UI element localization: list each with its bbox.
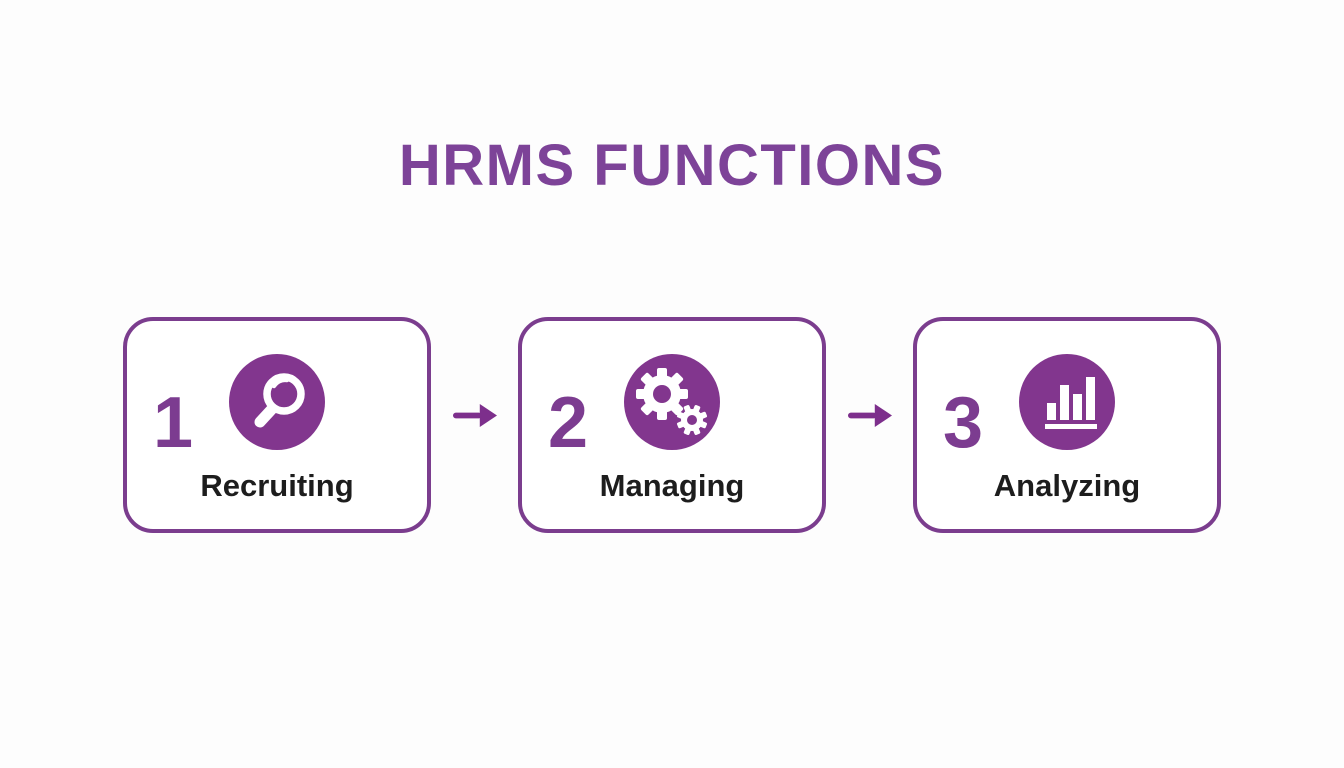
- bar-chart-icon: [1019, 354, 1115, 450]
- step-label: Managing: [599, 468, 745, 503]
- right-arrow-icon: [826, 403, 913, 428]
- page-title: HRMS FUNCTIONS: [398, 133, 946, 198]
- step-card-managing: 2: [518, 317, 826, 533]
- right-arrow-icon: [431, 403, 518, 428]
- step-number: 3: [943, 383, 984, 463]
- step-card-analyzing: 3 Analyzing: [913, 317, 1221, 533]
- step-label: Recruiting: [200, 468, 354, 503]
- step-number: 1: [153, 383, 194, 463]
- gears-icon: [624, 354, 720, 450]
- magnifier-icon: [229, 354, 325, 450]
- process-flow: 1 Recruiting 2: [0, 317, 1344, 533]
- step-card-recruiting: 1 Recruiting: [123, 317, 431, 533]
- step-label: Analyzing: [993, 468, 1141, 503]
- step-number: 2: [548, 383, 589, 463]
